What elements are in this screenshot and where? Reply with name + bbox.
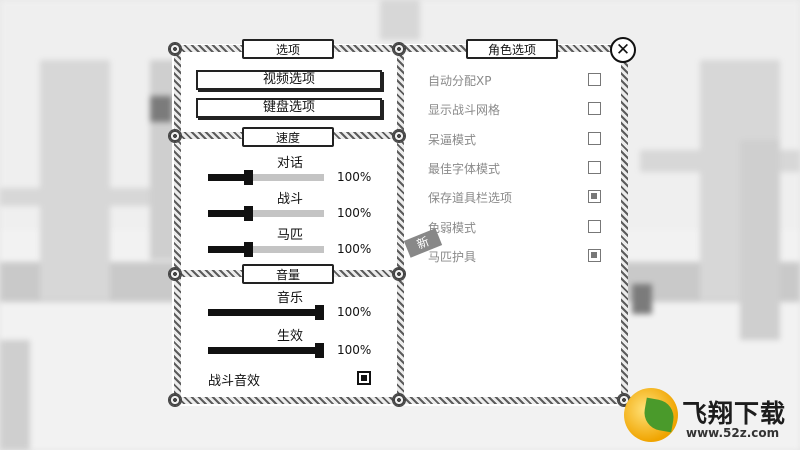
- character-option-label: 呆逼模式: [428, 132, 477, 147]
- slider-fill: [208, 309, 324, 316]
- tab-volume: 音量: [242, 264, 334, 284]
- character-option-label: 色弱模式: [428, 220, 477, 235]
- slider-fill: [208, 347, 324, 354]
- character-option-label: 显示战斗网格: [428, 103, 501, 118]
- slider-label: 战斗: [276, 192, 303, 207]
- video-options-button[interactable]: 视频选项: [196, 70, 382, 90]
- slider-fill: [208, 174, 249, 181]
- rope-knot: [392, 42, 406, 56]
- watermark-logo: 飞翔下载 www.52z.com: [614, 386, 800, 450]
- slider-handle[interactable]: [243, 242, 253, 257]
- slider-value: 100%: [337, 343, 372, 357]
- rope-knot: [168, 393, 182, 407]
- slider-track[interactable]: [208, 170, 324, 185]
- rope-knot: [168, 42, 182, 56]
- rope-divider: [397, 48, 404, 400]
- character-option-label: 自动分配XP: [428, 74, 492, 88]
- watermark-url: www.52z.com: [686, 426, 780, 440]
- slider-handle[interactable]: [243, 206, 253, 221]
- slider-track[interactable]: [208, 305, 324, 320]
- slider-fill: [208, 246, 249, 253]
- character-option-checkbox[interactable]: [588, 73, 601, 86]
- slider-label: 马匹: [276, 228, 303, 243]
- slider-value: 100%: [337, 242, 372, 256]
- slider-value: 100%: [337, 206, 372, 220]
- character-option-checkbox[interactable]: [588, 102, 601, 116]
- combat-sfx-checkbox[interactable]: [357, 371, 371, 385]
- slider-label: 音乐: [276, 291, 303, 306]
- slider-value: 100%: [337, 170, 372, 184]
- tab-character-options: 角色选项: [466, 39, 558, 59]
- rope-knot: [392, 129, 406, 143]
- character-option-checkbox[interactable]: [588, 219, 601, 233]
- tab-options: 选项: [242, 39, 334, 59]
- slider-handle[interactable]: [315, 343, 324, 358]
- slider-handle[interactable]: [315, 305, 324, 320]
- character-option-checkbox[interactable]: [588, 190, 601, 204]
- rope-border-right: [621, 48, 628, 400]
- slider-label: 对话: [276, 156, 303, 171]
- slider-handle[interactable]: [243, 170, 253, 185]
- rope-knot: [168, 129, 182, 143]
- character-option-label: 马匹护具: [428, 249, 477, 264]
- close-x-icon[interactable]: ✕: [610, 37, 636, 63]
- rope-knot: [392, 393, 406, 407]
- tab-speed: 速度: [242, 127, 334, 147]
- rope-knot: [392, 267, 406, 281]
- combat-sfx-label: 战斗音效: [208, 374, 261, 389]
- watermark-emblem-icon: [624, 388, 678, 442]
- character-option-checkbox[interactable]: [588, 160, 601, 174]
- slider-fill: [208, 210, 249, 217]
- character-option-label: 最佳字体模式: [428, 161, 501, 176]
- slider-track[interactable]: [208, 242, 324, 257]
- character-option-checkbox[interactable]: [588, 248, 601, 262]
- rope-knot: [168, 267, 182, 281]
- rope-border-left: [174, 48, 181, 400]
- watermark-title: 飞翔下载: [682, 399, 787, 428]
- slider-value: 100%: [337, 305, 372, 319]
- character-option-checkbox[interactable]: [588, 131, 601, 145]
- keyboard-options-button[interactable]: 键盘选项: [196, 98, 382, 118]
- character-option-label: 保存道具栏选项: [428, 191, 513, 206]
- slider-label: 生效: [276, 329, 303, 344]
- slider-track[interactable]: [208, 343, 324, 358]
- slider-track[interactable]: [208, 206, 324, 221]
